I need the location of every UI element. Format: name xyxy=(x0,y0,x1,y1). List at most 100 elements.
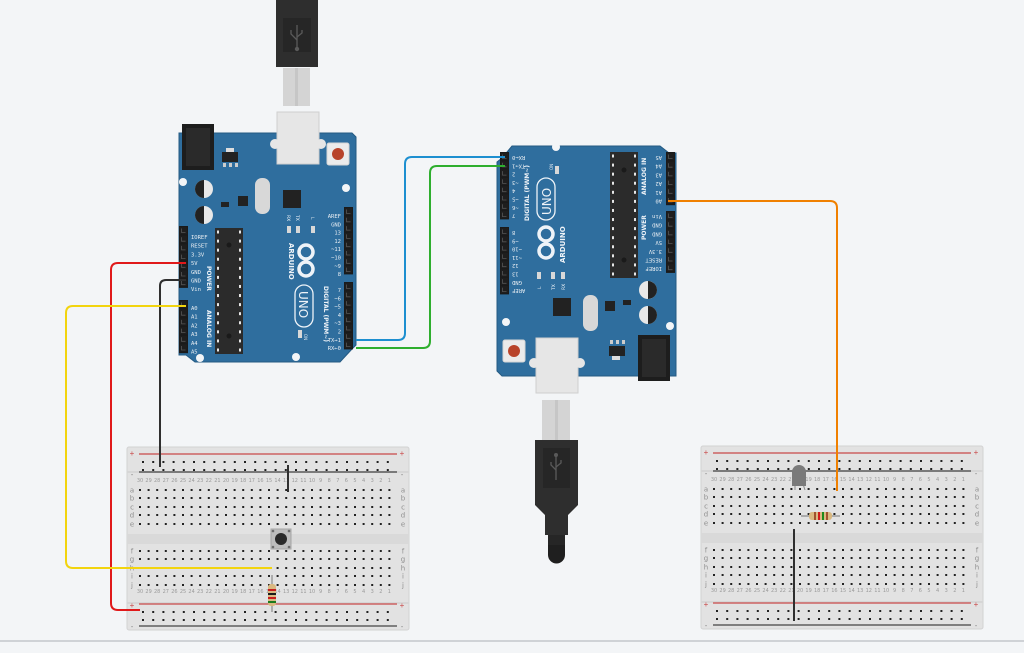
terminal-hole[interactable] xyxy=(388,523,391,525)
terminal-hole[interactable] xyxy=(311,567,313,569)
terminal-hole[interactable] xyxy=(345,489,348,491)
terminal-hole[interactable] xyxy=(867,488,870,490)
terminal-hole[interactable] xyxy=(354,584,356,586)
rail-hole[interactable] xyxy=(736,468,739,470)
rail-hole[interactable] xyxy=(797,618,800,620)
terminal-hole[interactable] xyxy=(328,514,331,516)
terminal-hole[interactable] xyxy=(859,505,862,507)
terminal-hole[interactable] xyxy=(190,506,193,508)
rail-hole[interactable] xyxy=(920,618,922,620)
rail-hole[interactable] xyxy=(787,618,790,620)
rail-hole[interactable] xyxy=(193,469,195,471)
terminal-hole[interactable] xyxy=(962,557,965,559)
terminal-hole[interactable] xyxy=(173,497,176,499)
terminal-hole[interactable] xyxy=(276,514,279,516)
rail-hole[interactable] xyxy=(274,611,277,613)
terminal-hole[interactable] xyxy=(362,584,365,586)
rail-hole[interactable] xyxy=(203,611,206,613)
rail-hole[interactable] xyxy=(838,618,841,620)
terminal-hole[interactable] xyxy=(721,505,724,507)
terminal-hole[interactable] xyxy=(362,489,365,491)
breadboard-right[interactable]: ++++----30292827262524232221201918171615… xyxy=(700,445,984,630)
terminal-hole[interactable] xyxy=(816,583,819,585)
digital-header-top-left[interactable] xyxy=(344,207,353,275)
terminal-hole[interactable] xyxy=(945,566,948,568)
header-pin[interactable] xyxy=(500,277,509,286)
terminal-hole[interactable] xyxy=(816,549,819,551)
terminal-hole[interactable] xyxy=(953,549,956,551)
rail-hole[interactable] xyxy=(920,460,922,462)
terminal-hole[interactable] xyxy=(207,489,210,491)
terminal-hole[interactable] xyxy=(936,488,939,490)
rail-hole[interactable] xyxy=(376,469,379,471)
terminal-hole[interactable] xyxy=(311,506,313,508)
terminal-hole[interactable] xyxy=(276,506,279,508)
rail-hole[interactable] xyxy=(909,610,912,612)
rail-hole[interactable] xyxy=(756,610,759,612)
rail-hole[interactable] xyxy=(797,610,800,612)
terminal-hole[interactable] xyxy=(182,550,184,552)
rail-hole[interactable] xyxy=(356,619,359,621)
rail-hole[interactable] xyxy=(756,468,759,470)
rail-hole[interactable] xyxy=(366,469,369,471)
rail-hole[interactable] xyxy=(356,469,359,471)
terminal-hole[interactable] xyxy=(182,497,184,499)
terminal-hole[interactable] xyxy=(328,489,331,491)
rail-hole[interactable] xyxy=(960,468,963,470)
rail-hole[interactable] xyxy=(162,611,165,613)
terminal-hole[interactable] xyxy=(276,584,279,586)
terminal-hole[interactable] xyxy=(302,584,305,586)
rail-hole[interactable] xyxy=(828,460,831,462)
rail-hole[interactable] xyxy=(366,461,369,463)
terminal-hole[interactable] xyxy=(242,489,245,491)
terminal-hole[interactable] xyxy=(738,505,741,507)
rail-hole[interactable] xyxy=(930,460,933,462)
terminal-hole[interactable] xyxy=(885,496,887,498)
terminal-hole[interactable] xyxy=(799,574,801,576)
terminal-hole[interactable] xyxy=(319,514,322,516)
terminal-hole[interactable] xyxy=(302,567,305,569)
resistor-right[interactable] xyxy=(801,512,840,520)
rail-hole[interactable] xyxy=(223,619,226,621)
terminal-hole[interactable] xyxy=(893,522,896,524)
terminal-hole[interactable] xyxy=(147,575,150,577)
terminal-hole[interactable] xyxy=(225,497,227,499)
terminal-hole[interactable] xyxy=(311,558,313,560)
rail-hole[interactable] xyxy=(930,468,933,470)
rail-hole[interactable] xyxy=(244,461,246,463)
rail-hole[interactable] xyxy=(787,460,790,462)
terminal-hole[interactable] xyxy=(893,574,896,576)
terminal-hole[interactable] xyxy=(919,566,922,568)
terminal-hole[interactable] xyxy=(764,583,767,585)
terminal-hole[interactable] xyxy=(371,497,374,499)
terminal-hole[interactable] xyxy=(721,566,724,568)
terminal-hole[interactable] xyxy=(328,497,331,499)
rail-hole[interactable] xyxy=(152,461,155,463)
terminal-hole[interactable] xyxy=(276,489,279,491)
rail-hole[interactable] xyxy=(960,610,963,612)
rail-hole[interactable] xyxy=(152,611,155,613)
rail-hole[interactable] xyxy=(305,611,308,613)
terminal-hole[interactable] xyxy=(945,488,948,490)
rail-hole[interactable] xyxy=(284,461,287,463)
rail-hole[interactable] xyxy=(325,619,328,621)
terminal-hole[interactable] xyxy=(807,505,810,507)
terminal-hole[interactable] xyxy=(824,557,827,559)
rail-hole[interactable] xyxy=(295,461,297,463)
terminal-hole[interactable] xyxy=(781,549,784,551)
terminal-hole[interactable] xyxy=(953,566,956,568)
terminal-hole[interactable] xyxy=(850,522,853,524)
terminal-hole[interactable] xyxy=(867,557,870,559)
terminal-hole[interactable] xyxy=(379,497,382,499)
header-pin[interactable] xyxy=(500,235,509,244)
terminal-hole[interactable] xyxy=(790,574,793,576)
terminal-hole[interactable] xyxy=(233,558,236,560)
terminal-hole[interactable] xyxy=(302,558,305,560)
header-pin[interactable] xyxy=(666,246,675,255)
terminal-hole[interactable] xyxy=(850,557,853,559)
terminal-hole[interactable] xyxy=(293,523,296,525)
rail-hole[interactable] xyxy=(899,468,902,470)
rail-hole[interactable] xyxy=(376,461,379,463)
terminal-hole[interactable] xyxy=(807,557,810,559)
